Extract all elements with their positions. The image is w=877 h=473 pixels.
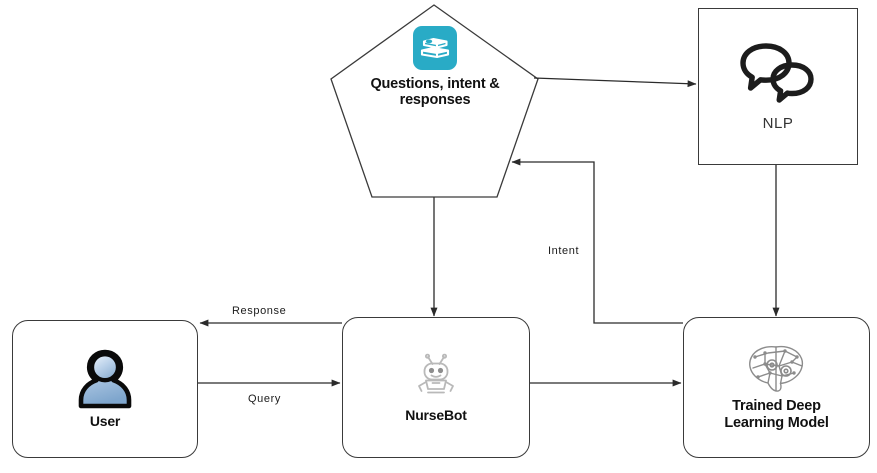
node-trained-model[interactable]: Trained Deep Learning Model — [683, 317, 870, 458]
node-label-nlp: NLP — [762, 115, 794, 133]
node-label-trained-model: Trained Deep Learning Model — [724, 398, 829, 431]
node-knowledge-base[interactable]: Questions, intent & responses — [330, 0, 540, 205]
node-user[interactable]: User — [12, 320, 198, 458]
edge-model-to-kb — [511, 158, 683, 324]
node-label-knowledge-base: Questions, intent & responses — [347, 76, 523, 108]
node-nursebot[interactable]: NurseBot — [342, 317, 530, 458]
node-label-nursebot: NurseBot — [405, 406, 467, 423]
books-stack-icon — [413, 26, 457, 70]
pentagon-label-line-2: responses — [399, 92, 471, 109]
user-avatar-icon — [74, 348, 136, 410]
brain-network-icon — [746, 344, 808, 394]
edge-label-response: Response — [232, 305, 287, 317]
node-label-user: User — [89, 413, 121, 430]
model-label-line-2: Learning Model — [724, 414, 829, 431]
edge-kb-to-nlp — [533, 77, 697, 88]
edge-label-intent: Intent — [548, 245, 580, 257]
node-nlp[interactable]: NLP — [698, 8, 858, 165]
speech-bubbles-icon — [739, 40, 817, 110]
robot-icon — [414, 352, 458, 398]
model-label-line-1: Trained Deep — [732, 398, 821, 415]
edge-label-query: Query — [248, 393, 281, 405]
pentagon-label-line-1: Questions, intent & — [370, 76, 500, 92]
